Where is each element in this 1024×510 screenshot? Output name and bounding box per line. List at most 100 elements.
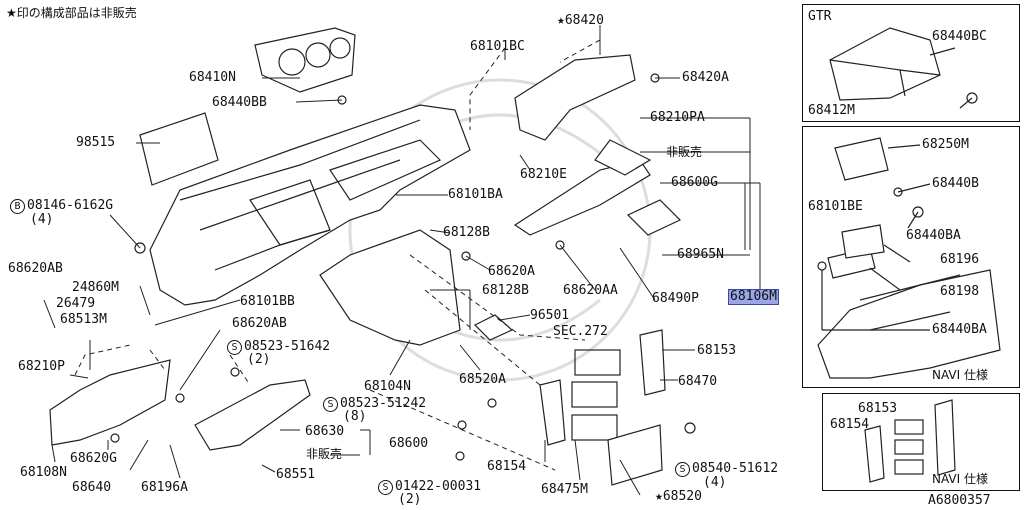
label-68630: 68630	[305, 424, 345, 439]
label-68620AA: 68620AA	[563, 283, 618, 298]
navi-bracket-shape	[864, 399, 956, 483]
legend-note: ★印の構成部品は非販売	[6, 6, 137, 20]
instrument-panel-shape	[149, 104, 471, 306]
figure-id: A6800357	[928, 493, 991, 508]
label-68600G: 68600G	[671, 175, 718, 190]
label-68153: 68153	[697, 343, 737, 358]
label-sec272: SEC.272	[553, 324, 608, 339]
label-68420-text: 68420	[564, 13, 604, 28]
console-shape	[319, 229, 461, 346]
label-26479: 26479	[56, 296, 96, 311]
label-68620G: 68620G	[70, 451, 117, 466]
label-68210E: 68210E	[520, 167, 567, 182]
label-68198: 68198	[940, 284, 980, 299]
lower-left-cover-shape	[49, 359, 171, 446]
label-24860M: 24860M	[72, 280, 119, 295]
label-68154: 68154	[487, 459, 527, 474]
navi-caption-2: NAVI 仕様	[932, 472, 988, 486]
label-98515: 98515	[76, 135, 116, 150]
label-68210PA: 68210PA	[650, 110, 705, 125]
label-68196: 68196	[940, 252, 980, 267]
label-68620A: 68620A	[488, 264, 535, 279]
navi-inset-frame-2	[822, 393, 1020, 491]
label-68196A: 68196A	[141, 480, 188, 495]
label-68490P: 68490P	[652, 291, 699, 306]
label-68410N: 68410N	[189, 70, 236, 85]
star-mark: ★	[557, 13, 565, 28]
label-68101BE: 68101BE	[808, 199, 863, 214]
label-08523-51642-qty: (2)	[247, 352, 271, 367]
label-68440BB: 68440BB	[212, 95, 267, 110]
gtr-title: GTR	[808, 9, 832, 24]
bolt-mark: B	[10, 199, 25, 214]
label-68104N: 68104N	[364, 379, 411, 394]
navi-inset-frame	[802, 126, 1020, 388]
label-68128B-2: 68128B	[482, 283, 529, 298]
lid-shape	[626, 199, 682, 236]
label-68128B-1: 68128B	[443, 225, 490, 240]
label-08523-51242-text: 08523-51242	[340, 396, 427, 411]
glove-box-shape	[194, 379, 311, 451]
label-08523-51242-qty: (8)	[343, 409, 367, 424]
label-68640: 68640	[72, 480, 112, 495]
label-68210P: 68210P	[18, 359, 65, 374]
label-68108N: 68108N	[20, 465, 67, 480]
label-68440BA-2: 68440BA	[932, 322, 987, 337]
airbag-lid-shape	[139, 112, 219, 186]
label-08540-text: 08540-51612	[692, 461, 779, 476]
label-68440BC: 68440BC	[932, 29, 987, 44]
star-mark: ★	[655, 489, 663, 504]
lower-panel-shape	[513, 159, 651, 236]
label-08146-qty: (4)	[30, 212, 54, 227]
label-68440BA-1: 68440BA	[906, 228, 961, 243]
label-68420A: 68420A	[682, 70, 729, 85]
gtr-hood-shape	[829, 27, 978, 109]
label-68153-navi: 68153	[858, 401, 898, 416]
label-68513M: 68513M	[60, 312, 107, 327]
label-68420-star: ★68420	[557, 14, 604, 28]
screw-mark: S	[378, 480, 393, 495]
screw-mark: S	[323, 397, 338, 412]
label-08540-qty: (4)	[703, 475, 727, 490]
leader-lines	[43, 25, 761, 496]
label-68600: 68600	[389, 436, 429, 451]
label-68470: 68470	[678, 374, 718, 389]
screw-mark: S	[675, 462, 690, 477]
label-96501: 96501	[530, 308, 570, 323]
label-68965N: 68965N	[677, 247, 724, 262]
label-hanbai-1: 非販売	[666, 145, 703, 159]
dashed-lines	[74, 39, 601, 471]
label-68520-star: ★68520	[655, 490, 702, 504]
label-68440B: 68440B	[932, 176, 979, 191]
navi-caption: NAVI 仕様	[932, 368, 988, 382]
label-68475M: 68475M	[541, 482, 588, 497]
label-01422-qty: (2)	[398, 492, 422, 507]
label-68101BB: 68101BB	[240, 294, 295, 309]
label-68620AB-1: 68620AB	[8, 261, 63, 276]
screw-mark: S	[227, 340, 242, 355]
label-68250M: 68250M	[922, 137, 969, 152]
label-68106M-highlighted: 68106M	[728, 289, 779, 305]
label-68412M: 68412M	[808, 103, 855, 118]
label-68520A: 68520A	[459, 372, 506, 387]
navi-unit-shape	[817, 137, 1001, 379]
label-68551: 68551	[276, 467, 316, 482]
label-08523-51642-text: 08523-51642	[244, 339, 331, 354]
label-68520-text: 68520	[662, 489, 702, 504]
cluster-lid-shape	[514, 54, 636, 141]
label-68101BA: 68101BA	[448, 187, 503, 202]
radio-bracket-shape	[539, 329, 666, 486]
label-hanbai-2: 非販売	[306, 447, 343, 461]
label-68154-navi: 68154	[830, 417, 870, 432]
meter-hood-shape	[254, 27, 356, 93]
gtr-inset-frame	[802, 4, 1020, 122]
label-01422-text: 01422-00031	[395, 479, 482, 494]
label-68620AB-2: 68620AB	[232, 316, 287, 331]
